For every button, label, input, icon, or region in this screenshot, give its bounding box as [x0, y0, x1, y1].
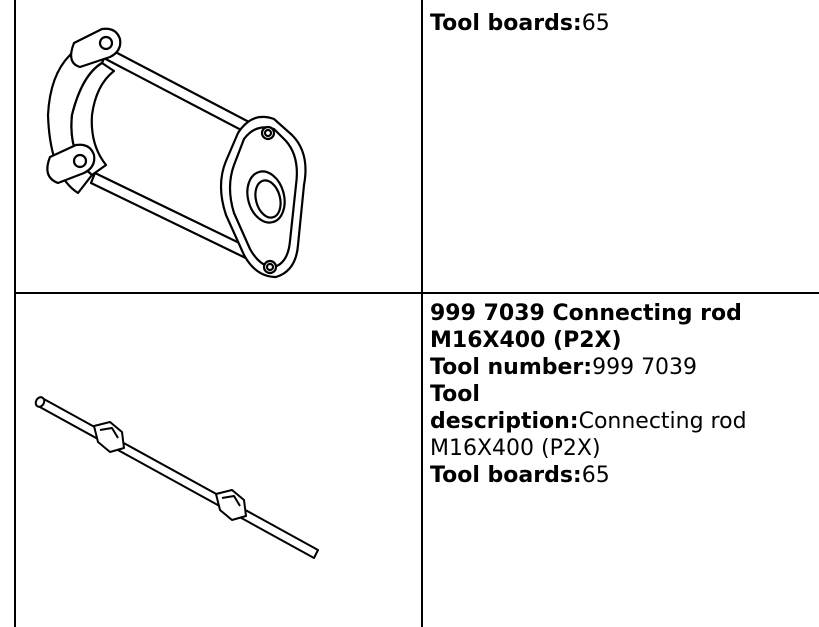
tool-boards-field: Tool boards:65	[430, 10, 610, 37]
tool-number-field: Tool number:999 7039	[430, 354, 747, 381]
tool-boards-label: Tool boards:	[430, 11, 582, 36]
tool-heading-line1: 999 7039 Connecting rod	[430, 301, 742, 326]
tool-boards-value: 65	[581, 11, 610, 36]
pinion-puller-frame-icon	[46, 27, 307, 279]
tool-description-value-line1: Connecting rod	[578, 409, 747, 434]
tool-boards-value: 65	[581, 463, 610, 488]
tool-description-label-line2: description:	[430, 409, 579, 434]
tool-description-field: description:Connecting rod	[430, 408, 747, 435]
table-row-divider	[14, 292, 819, 294]
table-column-divider	[421, 0, 423, 627]
row1-details: Tool boards:65	[430, 10, 610, 37]
tool-boards-field: Tool boards:65	[430, 462, 747, 489]
table-left-border	[14, 0, 16, 627]
tool-heading-line2: M16X400 (P2X)	[430, 328, 622, 353]
tool-description-value-line2: M16X400 (P2X)	[430, 436, 601, 461]
tool-number-value: 999 7039	[592, 355, 698, 380]
tool-number-label: Tool number:	[430, 355, 593, 380]
threaded-connecting-rod-icon	[34, 396, 319, 559]
row2-details: 999 7039 Connecting rod M16X400 (P2X) To…	[430, 300, 747, 489]
tool-description-label-line1: Tool	[430, 382, 480, 407]
tool-boards-label: Tool boards:	[430, 463, 582, 488]
